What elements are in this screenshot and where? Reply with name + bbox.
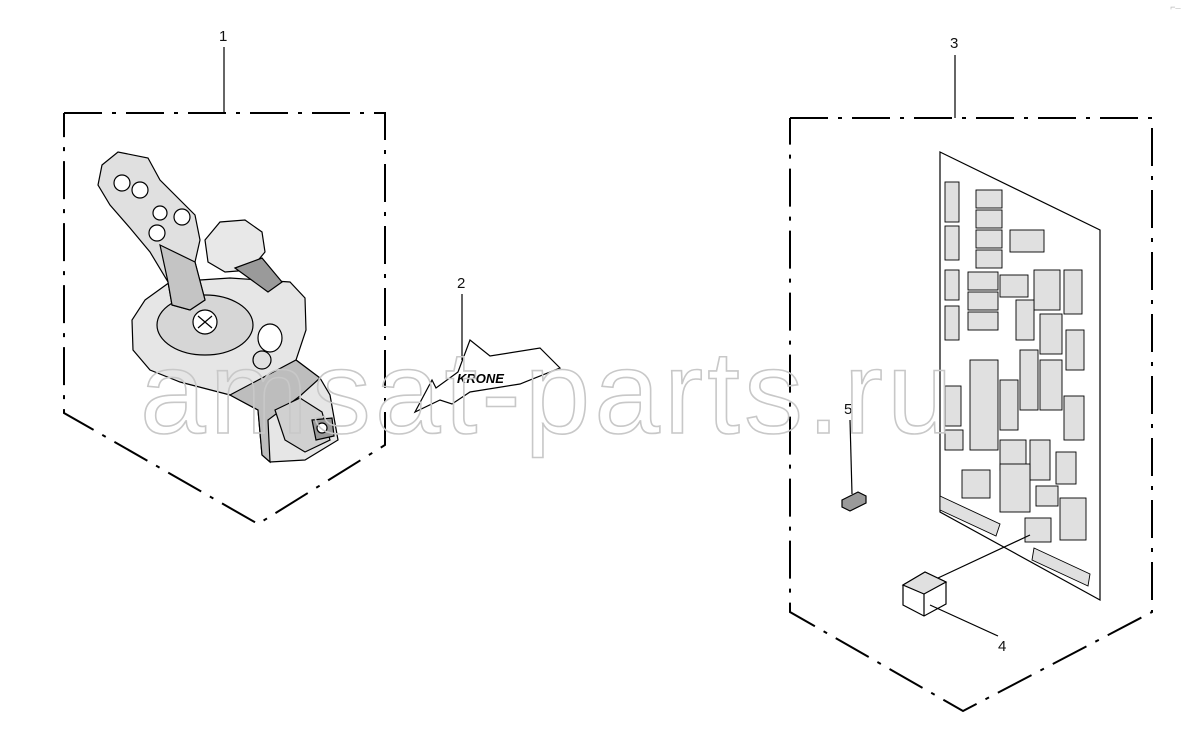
group-frame-3 (789, 117, 1153, 713)
svg-text:3: 3 (950, 35, 958, 52)
callout-4[interactable]: 4 (929, 604, 1006, 655)
callout-3[interactable]: 3 (950, 35, 958, 118)
group-frame-1 (63, 112, 386, 526)
svg-text:2: 2 (457, 275, 465, 292)
svg-text:4: 4 (998, 638, 1006, 655)
callout-2[interactable]: 2 (457, 275, 465, 360)
krone-arrow-icon[interactable]: KRONE (413, 339, 562, 414)
fuse-icon[interactable] (841, 491, 867, 512)
callout-5[interactable]: 5 (844, 401, 853, 495)
circuit-board-icon[interactable] (939, 151, 1101, 602)
brand-label: KRONE (457, 371, 504, 386)
watermark: amsat-parts.ru (140, 327, 957, 459)
callout-1[interactable]: 1 (219, 28, 227, 113)
corner-mark: ⌐ ̶ (1170, 2, 1178, 12)
joystick-icon[interactable] (97, 151, 339, 464)
svg-text:5: 5 (844, 401, 852, 418)
relay-icon[interactable] (901, 534, 1031, 617)
svg-text:1: 1 (219, 28, 227, 45)
